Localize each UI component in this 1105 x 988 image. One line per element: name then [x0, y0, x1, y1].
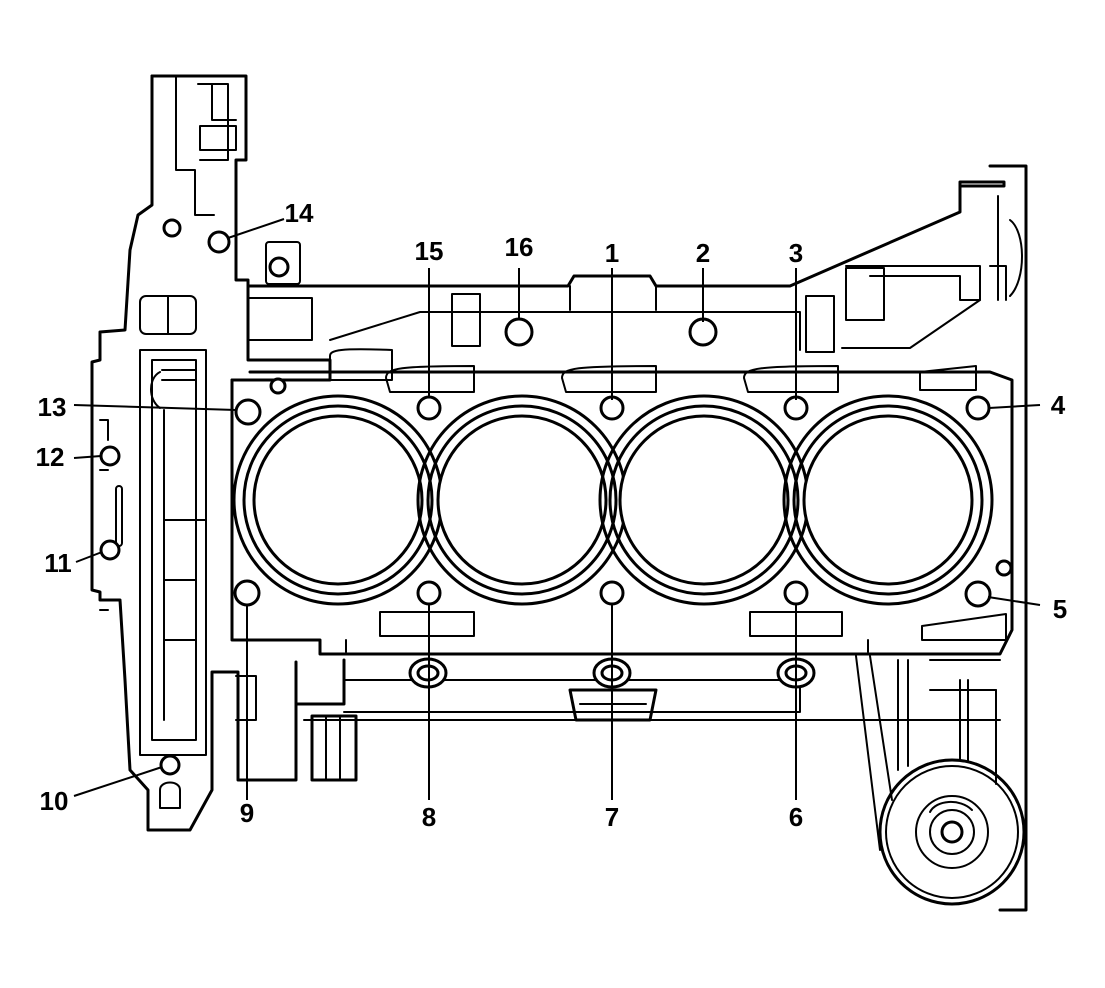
bolt-14-hole — [207, 230, 231, 254]
bolt-6-label: 6 — [789, 802, 803, 832]
top-deck — [246, 164, 1028, 912]
bolt-1-label: 1 — [605, 238, 619, 268]
bolt-10-label: 10 — [40, 786, 69, 816]
left-end-housing — [90, 74, 332, 832]
bolt-4-label: 4 — [1051, 390, 1066, 420]
bolt-15-hole — [416, 395, 442, 421]
callout-labels: 1 2 3 4 5 6 7 8 9 10 11 12 13 14 15 16 — [36, 198, 1068, 832]
cylinder-bores — [232, 394, 994, 606]
bolt-7-label: 7 — [605, 802, 619, 832]
bolt-11-hole — [99, 539, 121, 561]
bolt-3-label: 3 — [789, 238, 803, 268]
cylinder-4-bore — [782, 394, 994, 606]
bolt-1-hole — [599, 395, 625, 421]
bolt-15-label: 15 — [415, 236, 444, 266]
bolt-4-hole — [965, 395, 991, 421]
right-end-bracket — [855, 655, 1001, 851]
bolt-13-hole — [234, 398, 262, 426]
bolt-7-hole — [599, 580, 625, 606]
bolt-11-label: 11 — [44, 548, 72, 578]
bolt-5-label: 5 — [1053, 594, 1067, 624]
bolt-8-label: 8 — [422, 802, 436, 832]
leader-lines — [73, 218, 1041, 800]
bolt-9-hole — [233, 579, 261, 607]
pulley — [878, 758, 1026, 906]
bolt-8-hole — [416, 580, 442, 606]
bolt-16-label: 16 — [505, 232, 534, 262]
bolt-3-hole — [783, 395, 809, 421]
bolt-5-hole — [964, 580, 992, 608]
deck-gasket-outline — [230, 348, 1014, 656]
bolt-12-label: 12 — [36, 442, 65, 472]
cylinder-3-bore — [598, 394, 810, 606]
bolt-2-label: 2 — [696, 238, 710, 268]
bolt-14-label: 14 — [285, 198, 314, 228]
bolt-10-hole — [159, 754, 181, 776]
bolt-2-hole — [688, 317, 718, 347]
bolt-9-label: 9 — [240, 798, 254, 828]
cylinder-1-bore — [232, 394, 444, 606]
bolt-12-hole — [99, 445, 121, 467]
bolt-13-label: 13 — [38, 392, 67, 422]
bolt-holes — [99, 230, 992, 776]
lower-skirt — [294, 657, 1001, 782]
bolt-16-hole — [504, 317, 534, 347]
cylinder-2-bore — [416, 394, 628, 606]
bolt-6-hole — [783, 580, 809, 606]
